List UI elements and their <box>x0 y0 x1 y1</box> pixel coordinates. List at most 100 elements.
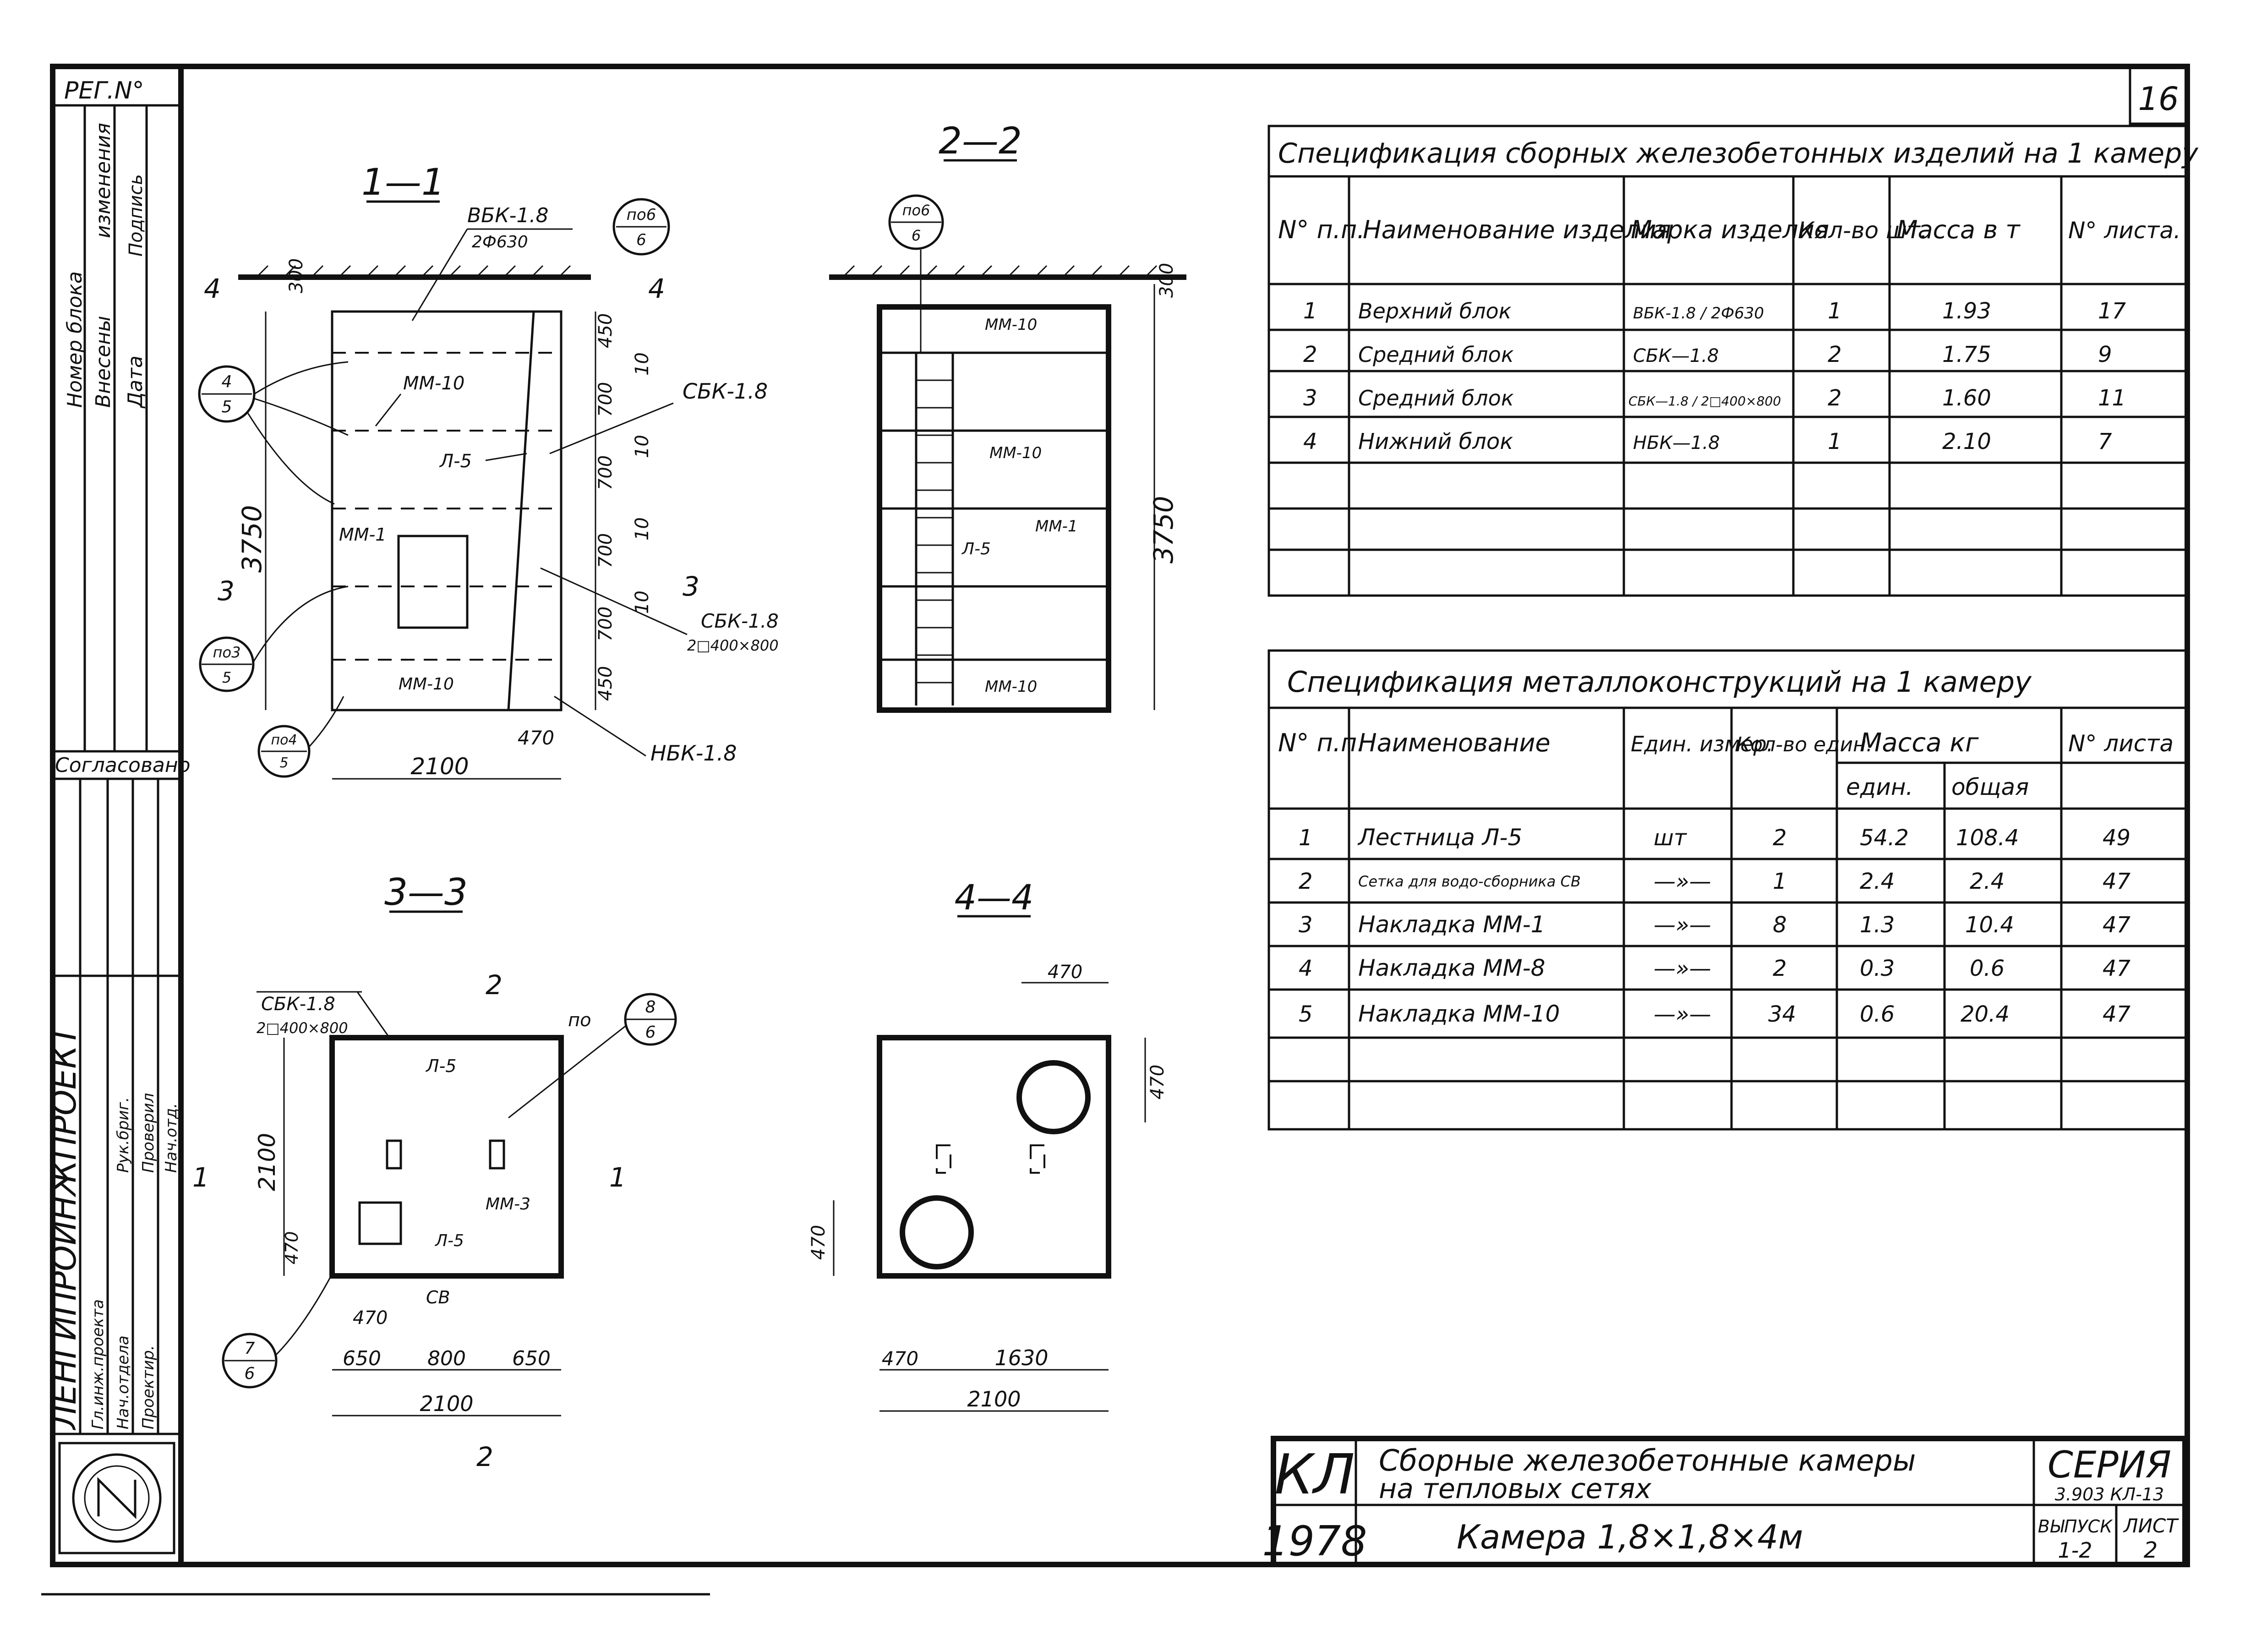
t1-r4-sheet: 7 <box>2098 429 2112 454</box>
label-po-s33: по <box>568 1010 591 1031</box>
cut-3-right: 3 <box>683 571 699 602</box>
stamp-role-1: Гл.инж.проекта <box>89 1299 107 1429</box>
t2-r4-total: 0.6 <box>1970 956 2005 981</box>
t1-h-mark: Марка изделия <box>1631 215 1829 244</box>
t1-h-qty: Кол-во шт. <box>1798 217 1928 244</box>
cut-2-top: 2 <box>486 969 503 1001</box>
label-nbk: НБК-1.8 <box>650 741 737 766</box>
callout-po6-s22-bottom: 6 <box>912 227 921 244</box>
sheet-number-box <box>2129 65 2189 125</box>
callout-7-6-bottom: 6 <box>245 1364 255 1383</box>
tb-sheet: 2 <box>2144 1537 2158 1563</box>
callout-7-6-top: 7 <box>245 1339 255 1358</box>
tb-series: 3.903 КЛ-13 <box>2055 1484 2164 1504</box>
table2-title: Спецификация металлоконструкций на 1 кам… <box>1287 665 2032 699</box>
t2-r2-sheet: 47 <box>2103 869 2131 894</box>
t1-h-no: N° п.п. <box>1278 215 1365 244</box>
t2-r3-sheet: 47 <box>2103 912 2131 938</box>
t1-r1-name: Верхний блок <box>1358 299 1512 323</box>
t2-r1-qty: 2 <box>1773 825 1787 851</box>
dim-3750-s22: 3750 <box>1148 496 1179 563</box>
stamp-row-3: Дата <box>124 356 147 409</box>
stamp-agreed: Согласовано <box>55 754 191 777</box>
label-sbk-s33-sub: 2□400×800 <box>257 1019 348 1037</box>
t1-r1-qty: 1 <box>1828 298 1842 324</box>
t1-row-2: 2 Средний блок СБК—1.8 2 1.75 9 <box>1303 342 2112 367</box>
t2-r3-no: 3 <box>1299 912 1313 938</box>
t2-r4-unit-mass: 0.3 <box>1860 956 1895 981</box>
t1-r2-qty: 2 <box>1828 342 1842 367</box>
t2-row-1: 1 Лестница Л-5 шт 2 54.2 108.4 49 <box>1299 824 2130 851</box>
t2-r4-qty: 2 <box>1773 956 1787 981</box>
callout-po3-bottom: 5 <box>222 669 231 686</box>
t1-r3-mass: 1.60 <box>1942 385 1991 411</box>
title-block: КЛ 1978 Сборные железобетонные камеры на… <box>1262 1436 2188 1567</box>
t2-h-mass: Масса кг <box>1860 728 1979 758</box>
dim-470-s33-v: 470 <box>282 1231 302 1264</box>
t2-r5-sheet: 47 <box>2103 1001 2131 1027</box>
left-stamp: РЕГ.N° Номер блока Внесены изменения Дат… <box>45 77 191 1554</box>
label-cb: СВ <box>426 1287 450 1307</box>
stamp-role-3: Рук.бриг. <box>114 1097 132 1173</box>
label-l5-s33-top: Л-5 <box>425 1056 456 1076</box>
t2-h-qty: Кол-во един. <box>1736 733 1873 756</box>
t2-r4-unit: —»— <box>1654 956 1711 981</box>
stamp-role-2: Нач.отдела <box>114 1335 132 1429</box>
label-mm3: ММ-3 <box>486 1195 530 1214</box>
dim-450-top: 450 <box>595 313 616 348</box>
sump <box>358 1201 402 1245</box>
reg-label: РЕГ.N° <box>64 77 144 104</box>
dim-700-2: 700 <box>595 455 616 490</box>
stamp-role-5: Проверил <box>139 1093 158 1173</box>
stamp-role-4: Проектир. <box>139 1345 158 1429</box>
t2-row-2: 2 Сетка для водо-сборника СВ —»— 1 2.4 2… <box>1299 869 2131 894</box>
label-mm10-bottom: ММ-10 <box>399 675 454 694</box>
dim-470-s44-left: 470 <box>808 1225 829 1260</box>
t2-r1-no: 1 <box>1299 825 1313 851</box>
dim-300-s22: 300 <box>1156 263 1177 298</box>
label-vbk-sub: 2Ф630 <box>472 233 528 252</box>
dim-800: 800 <box>427 1347 466 1370</box>
section-2-2: 2—2 3750 300 ММ-10 ММ-10 Л-5 ММ-1 ММ-10 … <box>829 120 1186 713</box>
t2-r3-name: Накладка ММ-1 <box>1358 911 1545 938</box>
dim-2100-s44: 2100 <box>967 1387 1021 1411</box>
t1-r4-mass: 2.10 <box>1942 429 1991 454</box>
label-l5-s11: Л-5 <box>439 451 472 472</box>
callout-7-6 <box>222 1333 278 1389</box>
tb-name: Камера 1,8×1,8×4м <box>1457 1518 1803 1556</box>
t2-r5-name: Накладка ММ-10 <box>1358 1001 1560 1027</box>
t2-r2-no: 2 <box>1299 869 1313 894</box>
t1-r2-mark: СБК—1.8 <box>1633 345 1719 367</box>
section-3-3-title: 3—3 <box>384 871 468 914</box>
plan-outline-3-3 <box>329 1035 564 1279</box>
t2-r1-unit-mass: 54.2 <box>1860 825 1909 851</box>
callout-po3-top: по3 <box>213 644 241 661</box>
t1-r2-name: Средний блок <box>1358 342 1514 367</box>
callout-po3 <box>199 636 255 692</box>
stamp-row-4: изменения <box>92 123 115 238</box>
dim-470-s33-h: 470 <box>353 1307 388 1329</box>
t1-r1-sheet: 17 <box>2098 298 2126 324</box>
dim-1630: 1630 <box>994 1346 1048 1370</box>
tb-issue-label: ВЫПУСК <box>2038 1516 2113 1537</box>
ladder-line <box>507 311 535 711</box>
dim-3750-left: 3750 <box>236 505 268 573</box>
label-sbk-s33: СБК-1.8 <box>261 994 335 1015</box>
t1-r1-no: 1 <box>1303 298 1317 324</box>
label-mm10-s22-top: ММ-10 <box>985 316 1037 334</box>
dim-650-a: 650 <box>343 1347 381 1370</box>
t2-h-total-mass: общая <box>1951 774 2029 800</box>
t2-r4-no: 4 <box>1299 956 1313 981</box>
t2-r3-qty: 8 <box>1773 912 1787 938</box>
stamp-row-1: Номер блока <box>63 271 87 408</box>
t1-r3-name: Средний блок <box>1358 386 1514 410</box>
tb-line2: на тепловых сетях <box>1379 1473 1651 1505</box>
t2-r1-name: Лестница Л-5 <box>1357 824 1522 851</box>
t2-r2-total: 2.4 <box>1970 869 2005 894</box>
label-mm10-top: ММ-10 <box>403 373 464 394</box>
t2-r1-unit: шт <box>1654 825 1688 851</box>
t1-row-3: 3 Средний блок СБК—1.8 / 2□400×800 2 1.6… <box>1303 385 2126 411</box>
plan-outline-4-4 <box>877 1035 1111 1279</box>
